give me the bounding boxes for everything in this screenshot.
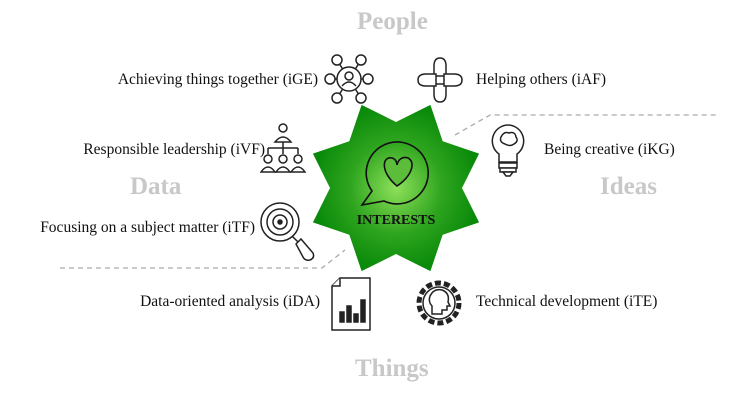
item-label-itf: Focusing on a subject matter (iTF) (40, 219, 255, 236)
bar-chart-document-icon (331, 277, 371, 331)
magnifier-target-icon (260, 202, 315, 261)
heart-speech-bubble-icon (360, 141, 429, 207)
hierarchy-icon (260, 123, 306, 173)
item-label-ikg: Being creative (iKG) (544, 141, 675, 158)
quadrant-things: Things (355, 355, 429, 382)
item-label-ige: Achieving things together (iGE) (117, 71, 318, 88)
interests-star (312, 104, 480, 272)
item-label-iaf: Helping others (iAF) (476, 71, 607, 88)
item-label-ite: Technical development (iTE) (476, 293, 658, 310)
divider-dashed-right (454, 114, 718, 136)
gear-head-icon (416, 280, 462, 326)
network-people-icon (324, 54, 374, 104)
quadrant-people: People (357, 8, 428, 35)
item-label-ivf: Responsible leadership (iVF) (83, 141, 265, 158)
quadrant-ideas: Ideas (600, 173, 657, 200)
center-label: INTERESTS (356, 213, 436, 228)
lightbulb-brain-icon (491, 124, 525, 177)
joined-hands-icon (417, 57, 463, 103)
item-label-ida: Data-oriented analysis (iDA) (140, 293, 320, 310)
divider-dashed-left (60, 249, 346, 269)
quadrant-data: Data (130, 173, 182, 200)
